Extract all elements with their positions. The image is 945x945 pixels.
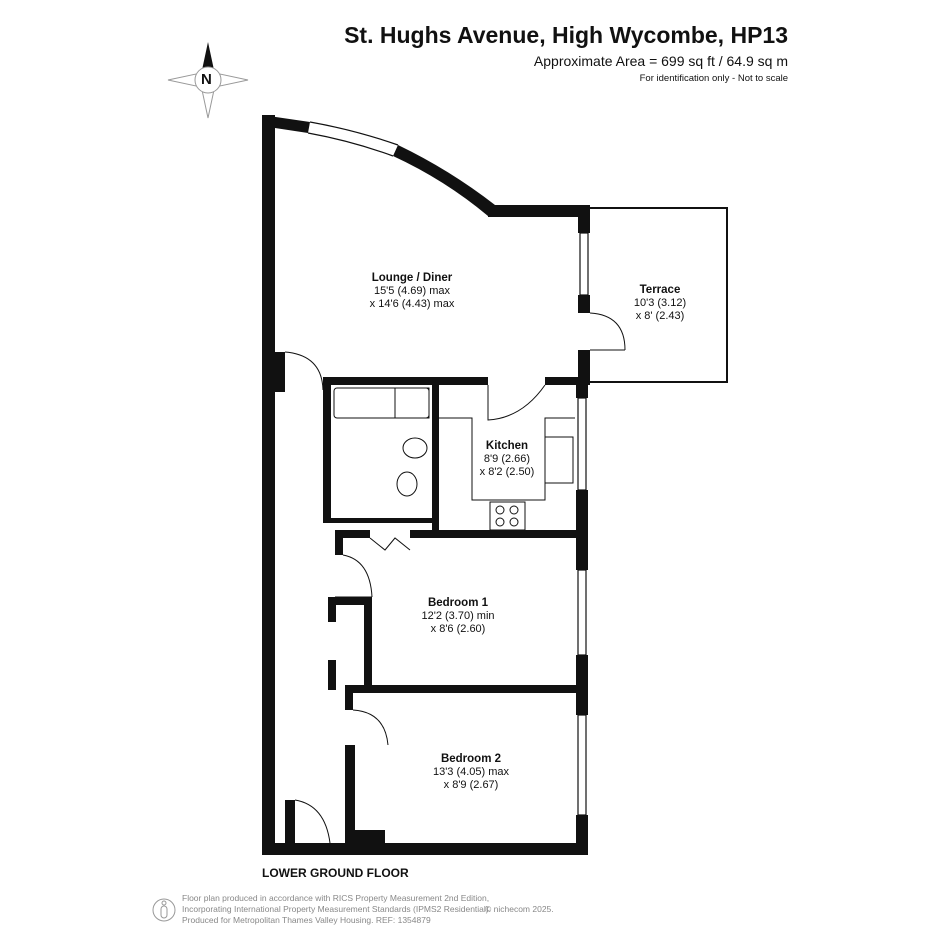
windows bbox=[307, 121, 589, 816]
room-dimension: 8'9 (2.66) bbox=[483, 453, 531, 465]
room-dimension: 10'3 (3.12) bbox=[633, 297, 687, 309]
walls bbox=[262, 115, 590, 855]
room-name: Kitchen bbox=[485, 440, 529, 452]
room-name: Terrace bbox=[639, 284, 681, 296]
property-title: St. Hughs Avenue, High Wycombe, HP13 bbox=[344, 22, 788, 48]
room-bedroom-2: Bedroom 2 13'3 (4.05) max x 8'9 (2.67) bbox=[433, 753, 509, 792]
room-name: Bedroom 2 bbox=[440, 753, 502, 765]
compass-icon bbox=[167, 42, 249, 119]
doors bbox=[284, 312, 626, 844]
room-dimension: 13'3 (4.05) max bbox=[432, 766, 510, 778]
footer-notes: Floor plan produced in accordance with R… bbox=[182, 893, 491, 926]
approximate-area: Approximate Area = 699 sq ft / 64.9 sq m bbox=[533, 53, 788, 69]
footer-line: Incorporating International Property Mea… bbox=[182, 904, 491, 914]
terrace-outline bbox=[590, 207, 728, 383]
floor-label: LOWER GROUND FLOOR bbox=[262, 866, 409, 880]
room-lounge-diner: Lounge / Diner 15'5 (4.69) max x 14'6 (4… bbox=[370, 272, 455, 311]
room-dimension: 15'5 (4.69) max bbox=[373, 285, 451, 297]
scale-note: For identification only - Not to scale bbox=[639, 73, 788, 84]
room-dimension: x 8'9 (2.67) bbox=[443, 779, 499, 791]
room-kitchen: Kitchen 8'9 (2.66) x 8'2 (2.50) bbox=[480, 440, 535, 479]
copyright: © nichecom 2025. bbox=[485, 904, 554, 914]
room-name: Lounge / Diner bbox=[371, 272, 453, 284]
footer-line: Produced for Metropolitan Thames Valley … bbox=[182, 915, 431, 925]
room-terrace: Terrace 10'3 (3.12) x 8' (2.43) bbox=[634, 284, 686, 323]
room-name: Bedroom 1 bbox=[427, 597, 489, 609]
room-dimension: x 8'6 (2.60) bbox=[430, 623, 486, 635]
room-dimension: x 8' (2.43) bbox=[635, 310, 685, 322]
room-dimension: x 8'2 (2.50) bbox=[479, 466, 535, 478]
room-bedroom-1: Bedroom 1 12'2 (3.70) min x 8'6 (2.60) bbox=[421, 597, 494, 636]
room-dimension: x 14'6 (4.43) max bbox=[369, 298, 455, 310]
fixtures bbox=[333, 387, 575, 531]
room-dimension: 12'2 (3.70) min bbox=[421, 610, 495, 622]
footer-line: Floor plan produced in accordance with R… bbox=[182, 893, 490, 903]
compass-label: N bbox=[201, 71, 212, 88]
